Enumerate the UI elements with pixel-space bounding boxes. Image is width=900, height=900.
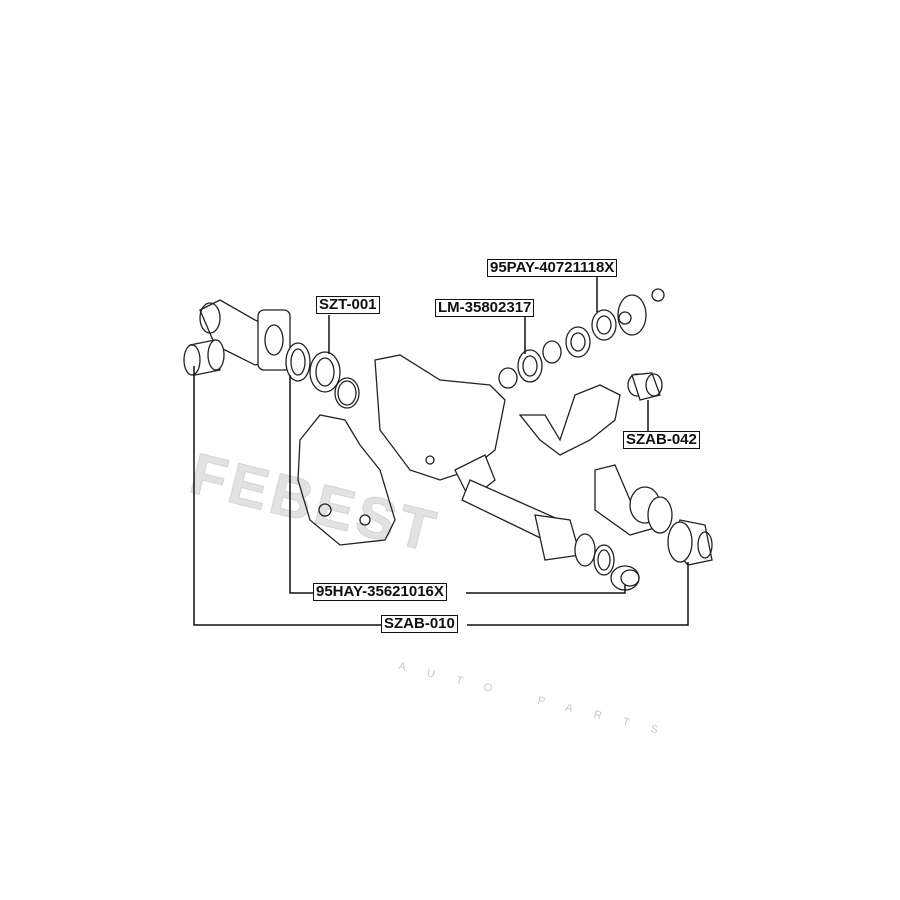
rear-bracket-bushing xyxy=(594,464,673,536)
arm-bracket xyxy=(518,384,621,456)
part-label-lm-35802317[interactable]: LM-35802317 xyxy=(435,299,535,317)
part-label-szab-010[interactable]: SZAB-010 xyxy=(381,615,458,633)
part-label-95pay-40721118x[interactable]: 95PAY-40721118X xyxy=(487,259,618,277)
hay-bearing-set xyxy=(574,533,640,591)
differential-housing xyxy=(297,354,506,546)
part-label-95hay-35621016x[interactable]: 95HAY-35621016X xyxy=(313,583,447,601)
szab-010-bushing-right xyxy=(667,519,713,566)
part-label-szab-042[interactable]: SZAB-042 xyxy=(623,431,700,449)
leader-lines xyxy=(193,277,689,626)
szab-042-bushing xyxy=(627,372,663,401)
part-label-szt-001[interactable]: SZT-001 xyxy=(316,296,380,314)
axle-shaft-tube xyxy=(454,454,581,561)
front-bearing-set xyxy=(498,288,665,389)
szab-010-bushing-left xyxy=(183,339,225,376)
left-mount-bushing xyxy=(199,299,291,371)
seal-rings xyxy=(285,342,360,409)
